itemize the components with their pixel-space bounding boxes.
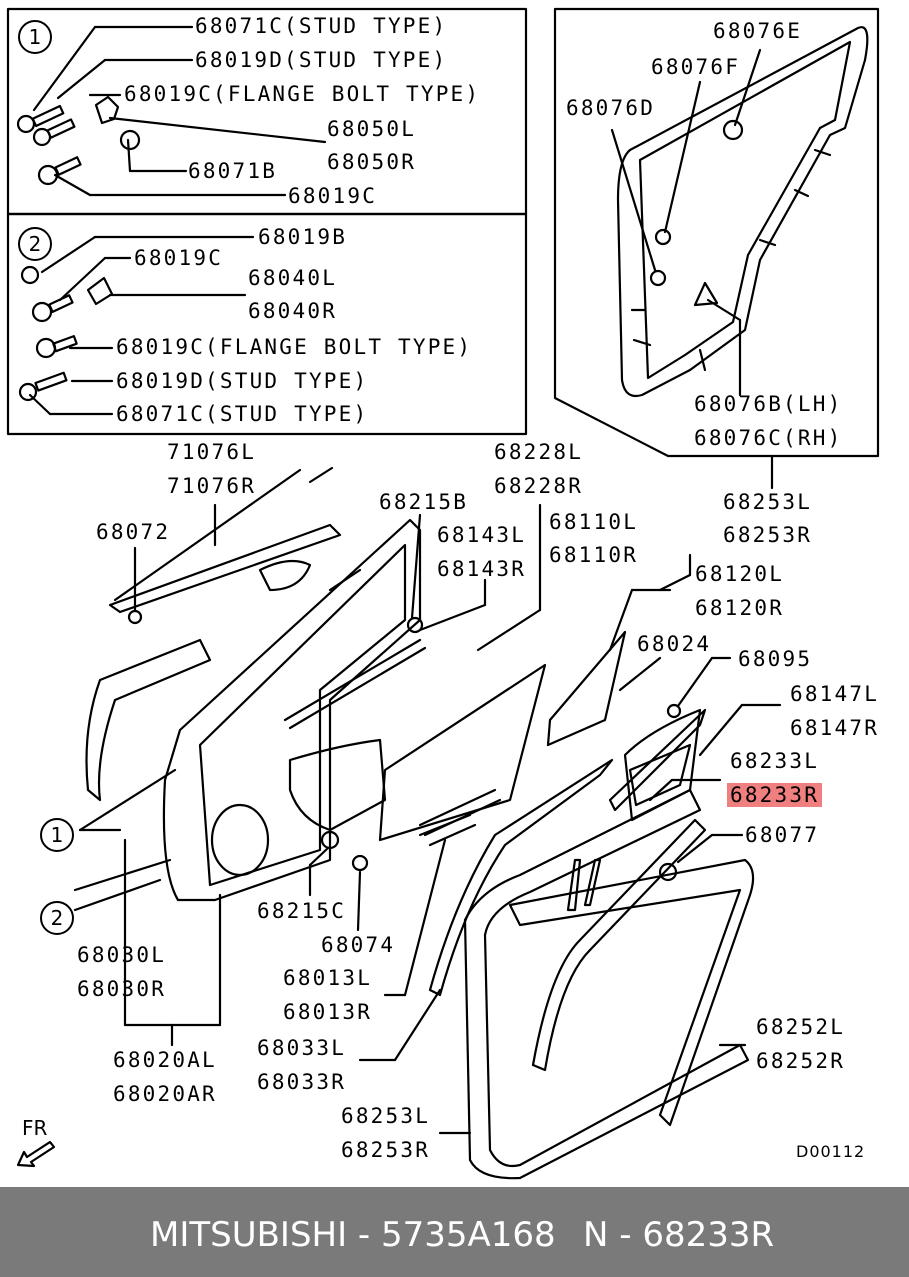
part-label: 68076E [713, 19, 803, 43]
part-label: 68110L [549, 510, 639, 534]
part-label: 68253L [723, 490, 813, 514]
part-label: 68143R [437, 557, 527, 581]
main-leaders [73, 503, 782, 1135]
part-label: 68071C(STUD TYPE) [195, 14, 448, 38]
part-label: 68253R [723, 523, 813, 547]
part-label: 68252R [756, 1049, 846, 1073]
footer-part-number: N - 68233R [583, 1215, 775, 1255]
part-label: 68095 [738, 647, 813, 671]
part-label: 68024 [637, 632, 712, 656]
part-label: 68019C [134, 246, 224, 270]
part-label: 68020AR [113, 1082, 217, 1106]
part-label: 68019C(FLANGE BOLT TYPE) [116, 335, 473, 359]
part-label: 68071C(STUD TYPE) [116, 402, 369, 426]
part-label: 68013R [283, 1000, 373, 1024]
part-label: 68147R [790, 716, 880, 740]
highlighted-part: 68233R [727, 783, 823, 807]
part-label: 68019D(STUD TYPE) [195, 48, 448, 72]
part-label: 68040R [248, 299, 338, 323]
direction-label: FR [22, 1116, 48, 1140]
part-label: 68050L [327, 117, 417, 141]
part-label: 68030L [77, 943, 167, 967]
part-label: 68215C [257, 899, 347, 923]
part-label: 68019D(STUD TYPE) [116, 369, 369, 393]
part-label: 68019B [258, 225, 348, 249]
part-label: 68074 [321, 933, 396, 957]
part-label: 68147L [790, 682, 880, 706]
part-label: 68019C [288, 184, 378, 208]
diagram-code: D00112 [796, 1142, 866, 1161]
part-label-highlighted: 68233R [727, 783, 823, 807]
inset-box-2 [6, 212, 528, 436]
box1-leaders [32, 25, 327, 197]
part-label: 68030R [77, 977, 167, 1001]
part-label: 68233L [730, 749, 820, 773]
part-label: 68228R [494, 474, 584, 498]
part-label: 68215B [379, 490, 469, 514]
part-label: 68253L [341, 1104, 431, 1128]
part-label: 68110R [549, 543, 639, 567]
callout-1-main: 1 [40, 818, 74, 852]
part-label: 68072 [96, 520, 171, 544]
part-label: 68050R [327, 150, 417, 174]
part-label: 68120L [695, 562, 785, 586]
part-label: 68228L [494, 440, 584, 464]
part-label: 68033L [257, 1036, 347, 1060]
part-label: 71076L [167, 440, 257, 464]
callout-2-box: 2 [18, 227, 52, 261]
box2-fasteners [18, 265, 114, 402]
part-label: 68120R [695, 596, 785, 620]
part-label: 68253R [341, 1138, 431, 1162]
part-label: 68252L [756, 1015, 846, 1039]
exploded-door-diagram [6, 7, 880, 1180]
part-label: 68076D [566, 96, 656, 120]
part-label: 68013L [283, 966, 373, 990]
part-label: 71076R [167, 474, 257, 498]
part-label: 68143L [437, 523, 527, 547]
fr-arrow-icon [16, 1140, 56, 1168]
callout-2-main: 2 [40, 901, 74, 935]
part-label: 68040L [248, 266, 338, 290]
glass-and-trim [127, 609, 755, 1180]
part-label: 68020AL [113, 1048, 217, 1072]
part-label: 68019C(FLANGE BOLT TYPE) [124, 82, 481, 106]
part-label: 68077 [745, 823, 820, 847]
part-label: 68076B(LH) [694, 392, 843, 416]
footer-brand-part: MITSUBISHI - 5735A168 [150, 1215, 556, 1255]
part-label: 68033R [257, 1070, 347, 1094]
part-label: 68076C(RH) [694, 426, 843, 450]
box3-weatherstrip [610, 26, 869, 398]
box1-fasteners [16, 95, 141, 186]
footer-bar: MITSUBISHI - 5735A168 N - 68233R [0, 1187, 909, 1277]
door-shell [85, 466, 427, 902]
part-label: 68076F [651, 55, 741, 79]
callout-1-box: 1 [18, 20, 52, 54]
part-label: 68071B [188, 159, 278, 183]
